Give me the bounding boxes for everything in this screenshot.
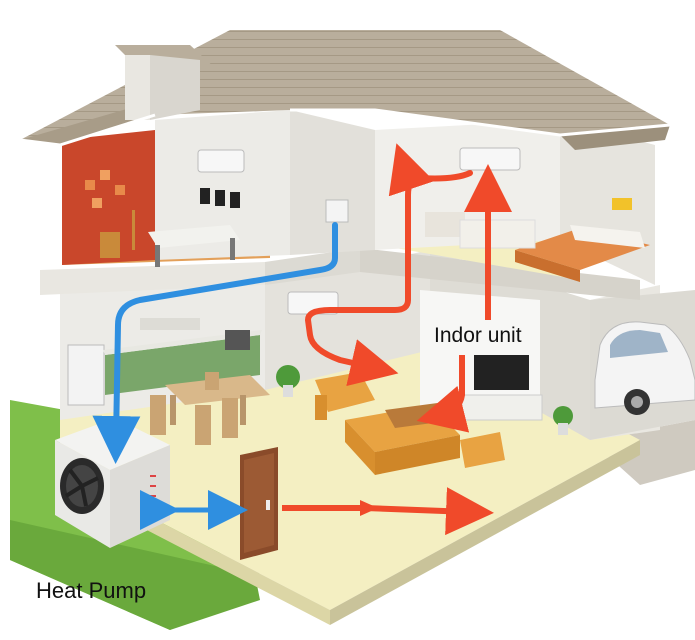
indoor-unit-label: Indor unit xyxy=(428,322,528,350)
accent-wall xyxy=(62,130,155,265)
roof xyxy=(19,30,671,150)
dining-table xyxy=(150,372,270,445)
door-icon xyxy=(240,447,278,560)
garage xyxy=(590,290,695,440)
study-room xyxy=(100,210,240,267)
warm-air-flow xyxy=(282,143,512,536)
tv-icon xyxy=(474,355,529,390)
car-icon xyxy=(594,321,695,415)
bed-icon xyxy=(425,212,650,282)
fan-icon xyxy=(60,458,104,514)
cold-air-flow xyxy=(92,222,338,530)
heat-pump-label: Heat Pump xyxy=(36,578,147,603)
tv-wall xyxy=(420,290,543,421)
